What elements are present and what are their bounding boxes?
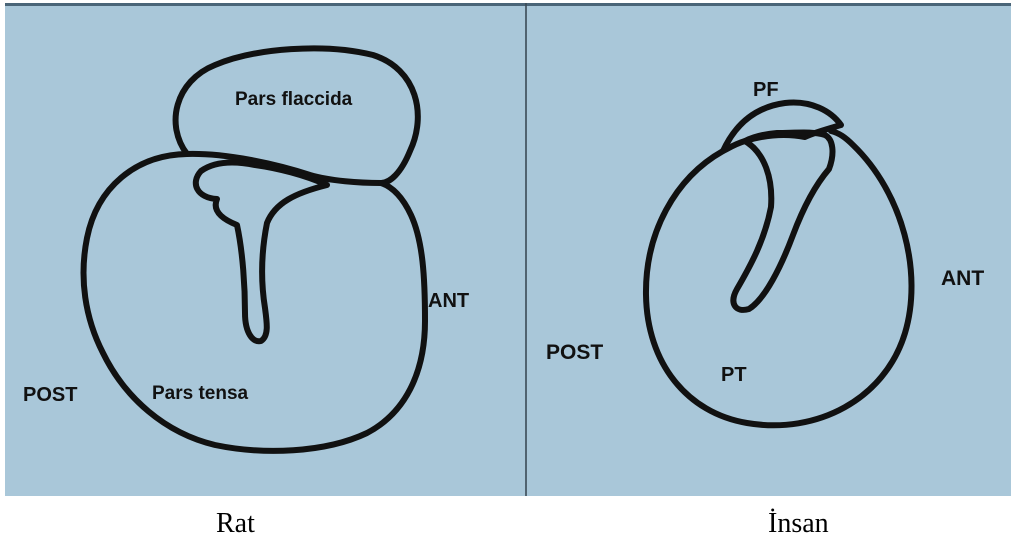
human-label-pf: PF: [753, 79, 779, 101]
caption-rat: Rat: [216, 508, 255, 540]
top-edge: [5, 3, 1011, 6]
rat-label-pars-flaccida: Pars flaccida: [235, 89, 353, 110]
rat-label-pars-tensa: Pars tensa: [152, 383, 249, 404]
rat-label-post: POST: [23, 384, 77, 406]
rat-label-ant: ANT: [428, 290, 469, 312]
figure-background: [5, 3, 1011, 496]
human-label-ant: ANT: [941, 267, 984, 290]
human-label-pt: PT: [721, 364, 747, 386]
eardrum-comparison-figure: Pars flaccida ANT POST Pars tensa PF ANT…: [5, 3, 1011, 496]
figure-canvas: Pars flaccida ANT POST Pars tensa PF ANT…: [5, 3, 1011, 496]
human-label-post: POST: [546, 341, 603, 364]
caption-human: İnsan: [768, 508, 829, 540]
